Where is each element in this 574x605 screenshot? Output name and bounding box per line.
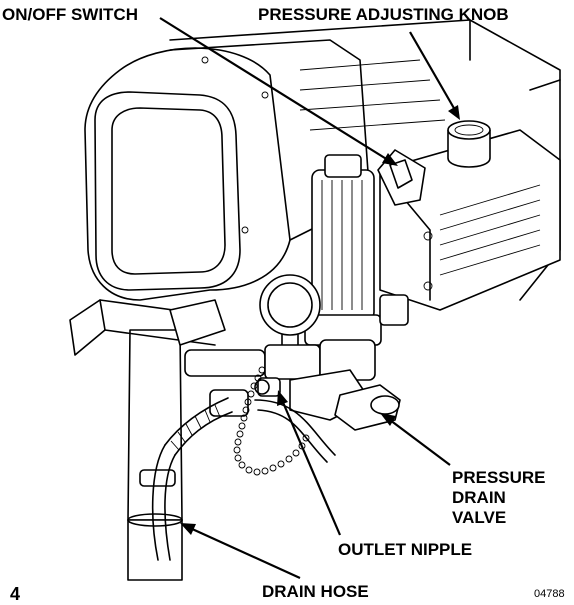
filter-housing: [304, 154, 382, 346]
pressure-drain-valve-label-3: VALVE: [452, 508, 507, 527]
on-off-switch-label: ON/OFF SWITCH: [2, 5, 138, 24]
figure-number: 4: [10, 584, 21, 604]
pressure-knob-label: PRESSURE ADJUSTING KNOB: [258, 5, 509, 24]
pressure-knob: [447, 120, 491, 168]
pressure-drain-valve-label-2: DRAIN: [452, 488, 506, 507]
drain-hose: [151, 397, 336, 561]
outlet-nipple: [254, 377, 281, 397]
leg-tube: [69, 299, 226, 581]
reference-code: 04788: [534, 588, 565, 600]
outlet-nipple-label: OUTLET NIPPLE: [338, 540, 473, 559]
manifold: [184, 294, 409, 421]
pressure-drain-valve-label-1: PRESSURE: [452, 468, 546, 487]
drain-hose-label: DRAIN HOSE: [262, 582, 369, 601]
pressure-drain-valve: [334, 384, 401, 431]
motor-housing: [84, 39, 371, 301]
leader-lines: [159, 17, 460, 580]
pressure-gauge: [259, 274, 321, 351]
chain: [233, 366, 310, 476]
